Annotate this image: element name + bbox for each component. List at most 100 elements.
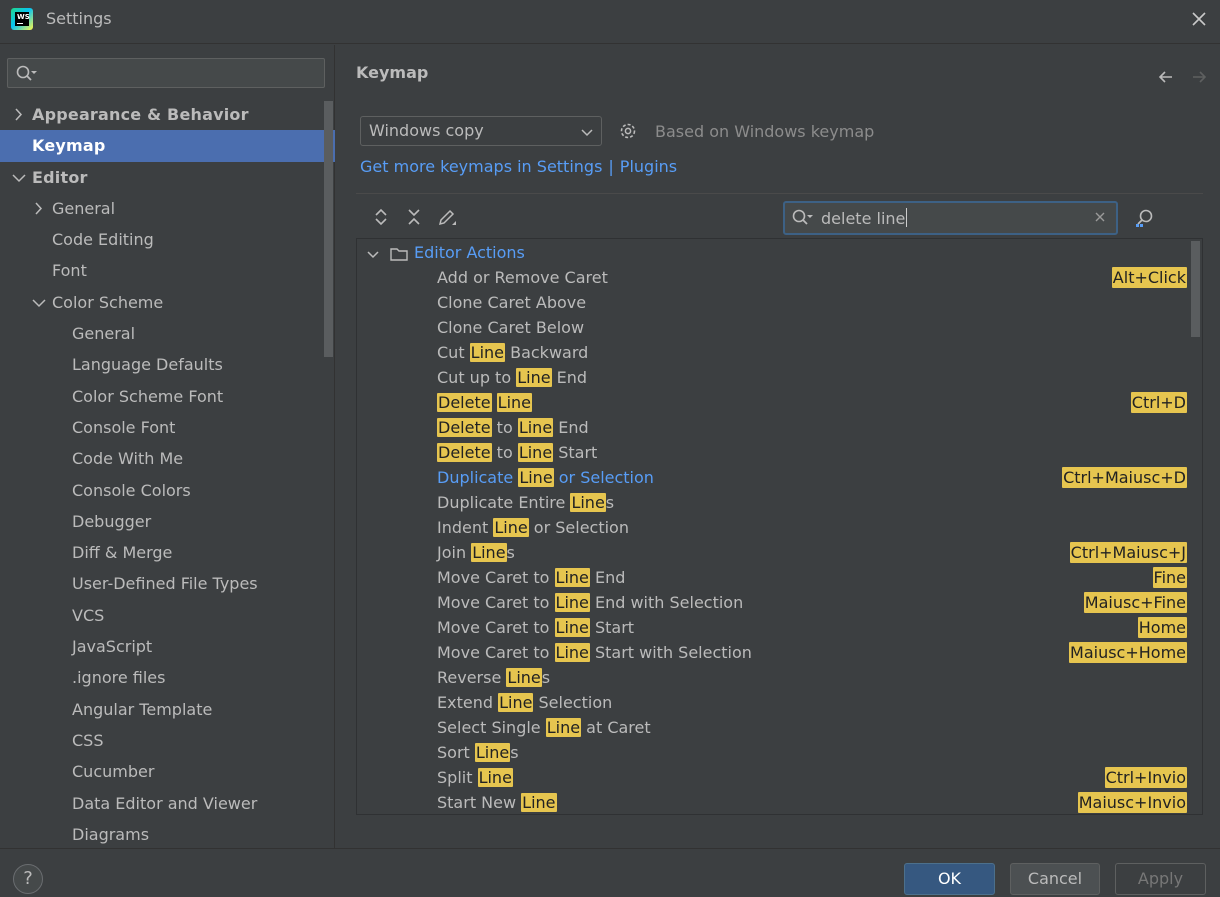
sidebar-item[interactable]: Color Scheme Font: [0, 381, 335, 412]
expand-all-icon[interactable]: [372, 208, 390, 226]
search-match-highlight: Line: [493, 518, 529, 537]
close-window-icon[interactable]: [1188, 8, 1210, 30]
sidebar-item[interactable]: .ignore files: [0, 662, 335, 693]
get-more-keymaps-link[interactable]: Get more keymaps in Settings: [360, 157, 603, 176]
sidebar-item-label: Data Editor and Viewer: [72, 793, 258, 813]
sidebar-item[interactable]: Color Scheme: [0, 287, 335, 318]
sidebar-item[interactable]: Editor: [0, 162, 335, 193]
action-label-part: or Selection: [553, 468, 654, 487]
action-label-part: Move Caret to: [437, 593, 555, 612]
action-row[interactable]: Cut up to Line End: [357, 365, 1187, 390]
sidebar-item-label: CSS: [72, 730, 104, 750]
sidebar-item[interactable]: Font: [0, 255, 335, 286]
sidebar-item[interactable]: Cucumber: [0, 756, 335, 787]
sidebar-item[interactable]: Keymap: [0, 130, 335, 162]
sidebar-item-label: Diff & Merge: [72, 543, 173, 563]
action-label: Select Single Line at Caret: [437, 715, 651, 740]
action-label-part: Duplicate Entire: [437, 493, 571, 512]
action-row[interactable]: Cut Line Backward: [357, 340, 1187, 365]
sidebar-item[interactable]: Data Editor and Viewer: [0, 788, 335, 819]
action-row[interactable]: Clone Caret Below: [357, 315, 1187, 340]
action-row[interactable]: Select Single Line at Caret: [357, 715, 1187, 740]
action-row[interactable]: Join Lines Ctrl+Maiusc+J: [357, 540, 1187, 565]
action-row[interactable]: Reverse Lines: [357, 665, 1187, 690]
gear-icon[interactable]: [617, 120, 639, 142]
sidebar-scrollbar[interactable]: [324, 101, 333, 357]
sidebar-item[interactable]: General: [0, 318, 335, 349]
action-label-part: Clone Caret Below: [437, 318, 585, 337]
shortcut-badge: Ctrl+Maiusc+J: [1069, 542, 1187, 563]
sidebar-item[interactable]: Diagrams: [0, 819, 335, 850]
find-by-shortcut-icon[interactable]: [1134, 207, 1156, 229]
action-label: Move Caret to Line Start with Selection: [437, 640, 752, 665]
search-icon: [15, 64, 37, 84]
search-match-highlight: Delete: [437, 393, 492, 412]
actions-scrollbar[interactable]: [1191, 241, 1200, 337]
cancel-button[interactable]: Cancel: [1010, 863, 1100, 895]
forward-arrow-icon[interactable]: [1189, 67, 1209, 87]
chevron-right-icon[interactable]: [11, 99, 27, 130]
chevron-down-icon[interactable]: [31, 287, 47, 318]
action-row[interactable]: Extend Line Selection: [357, 690, 1187, 715]
chevron-down-icon[interactable]: [365, 244, 381, 260]
action-label-part: Indent: [437, 518, 494, 537]
sidebar-item[interactable]: Angular Template: [0, 694, 335, 725]
action-row[interactable]: Clone Caret Above: [357, 290, 1187, 315]
back-arrow-icon[interactable]: [1156, 67, 1176, 87]
action-label: Delete Line: [437, 390, 533, 415]
clear-search-icon[interactable]: [1092, 209, 1108, 225]
sidebar-item[interactable]: Code With Me: [0, 443, 335, 474]
sidebar-item[interactable]: CSS: [0, 725, 335, 756]
action-label-part: Cut up to: [437, 368, 517, 387]
chevron-down-icon[interactable]: [11, 162, 27, 193]
edit-shortcut-icon[interactable]: [437, 207, 457, 227]
action-row[interactable]: Duplicate Entire Lines: [357, 490, 1187, 515]
keymap-select[interactable]: Windows copy: [360, 116, 602, 146]
apply-button[interactable]: Apply: [1115, 863, 1206, 895]
action-row[interactable]: Delete to Line End: [357, 415, 1187, 440]
search-match-highlight: Line: [496, 393, 533, 412]
sidebar-item[interactable]: Console Font: [0, 412, 335, 443]
action-search-input[interactable]: delete line: [783, 201, 1118, 235]
sidebar-item[interactable]: Appearance & Behavior: [0, 99, 335, 130]
sidebar-item-label: General: [72, 324, 136, 344]
action-label-part: Move Caret to: [437, 568, 555, 587]
webstorm-logo-icon: WS: [11, 8, 33, 30]
keymap-links: Get more keymaps in Settings|Plugins: [360, 157, 677, 176]
sidebar-item[interactable]: Language Defaults: [0, 349, 335, 380]
sidebar-item[interactable]: User-Defined File Types: [0, 568, 335, 599]
action-label: Join Lines: [437, 540, 515, 565]
action-row[interactable]: Indent Line or Selection: [357, 515, 1187, 540]
sidebar-item[interactable]: Code Editing: [0, 224, 335, 255]
action-row[interactable]: Delete to Line Start: [357, 440, 1187, 465]
plugins-link[interactable]: Plugins: [619, 157, 678, 176]
action-label-part: Move Caret to: [437, 643, 555, 662]
chevron-right-icon[interactable]: [31, 193, 47, 224]
ok-button[interactable]: OK: [904, 863, 995, 895]
sidebar-item[interactable]: JavaScript: [0, 631, 335, 662]
help-button[interactable]: ?: [13, 864, 43, 894]
sidebar-item[interactable]: General: [0, 193, 335, 224]
sidebar-item[interactable]: Console Colors: [0, 475, 335, 506]
group-row-editor-actions[interactable]: Editor Actions: [357, 240, 1187, 265]
sidebar-item[interactable]: Diff & Merge: [0, 537, 335, 568]
action-label: Move Caret to Line End: [437, 565, 625, 590]
sidebar-item[interactable]: Debugger: [0, 506, 335, 537]
shortcut-badge: Ctrl+Invio: [1104, 767, 1187, 788]
collapse-all-icon[interactable]: [405, 208, 423, 226]
action-label-part: Select Single: [437, 718, 546, 737]
sidebar-item[interactable]: VCS: [0, 600, 335, 631]
action-label-part: to: [491, 418, 518, 437]
settings-search-input[interactable]: [7, 58, 325, 88]
keymap-select-value: Windows copy: [369, 121, 484, 140]
action-row[interactable]: Sort Lines: [357, 740, 1187, 765]
